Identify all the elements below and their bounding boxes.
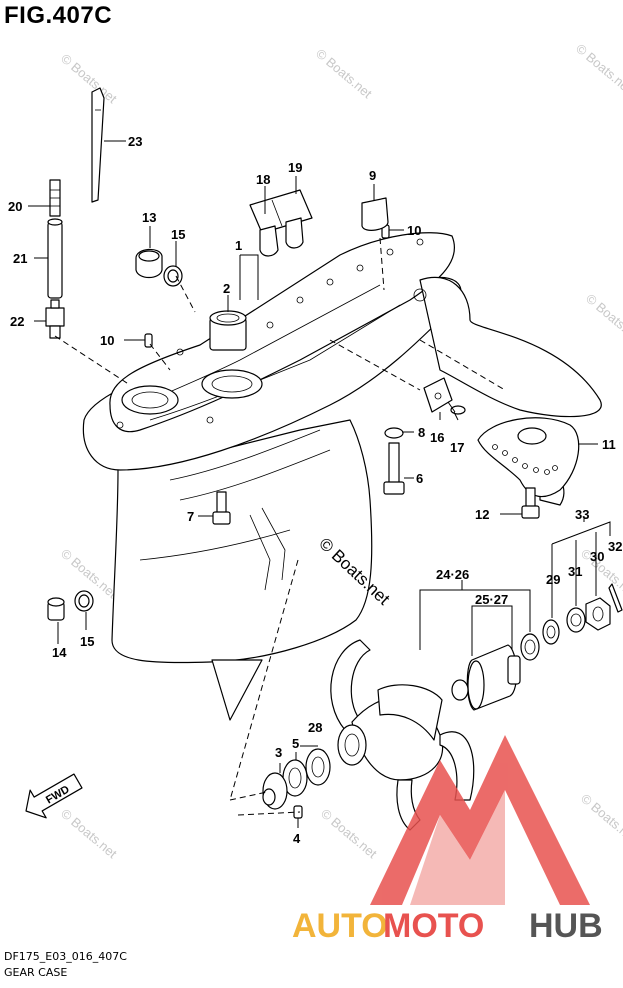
watermark-text: © Boats.net xyxy=(58,806,120,862)
fwd-label: FWD xyxy=(44,783,72,806)
part-11-trim-tab xyxy=(477,417,580,498)
part-32-cotter-pin xyxy=(608,583,623,613)
part-18-19-bracket xyxy=(249,189,313,257)
part-29-washer xyxy=(542,619,560,645)
part-labels: 23 20 21 22 10 13 15 1 2 18 19 9 10 8 6 … xyxy=(8,134,622,846)
label-7: 7 xyxy=(187,509,194,524)
label-20: 20 xyxy=(8,199,22,214)
label-19: 19 xyxy=(288,160,302,175)
label-11: 11 xyxy=(602,437,616,452)
mountain-logo-icon xyxy=(370,735,590,905)
part-31-washer xyxy=(566,607,586,633)
label-13: 13 xyxy=(142,210,156,225)
label-16: 16 xyxy=(430,430,444,445)
watermark-text: © Boats.net xyxy=(573,41,623,97)
brand-moto: MOTO xyxy=(383,907,484,945)
brand-hub: HUB xyxy=(529,907,603,945)
label-17: 17 xyxy=(450,440,464,455)
label-31: 31 xyxy=(568,564,582,579)
watermark-text: © Boats.net xyxy=(58,51,120,107)
label-18: 18 xyxy=(256,172,270,187)
part-30-nut xyxy=(585,597,611,631)
part-21-tube xyxy=(47,218,63,299)
part-15-washer xyxy=(74,590,94,612)
label-15b: 15 xyxy=(80,634,94,649)
part-9-rubber xyxy=(361,197,389,231)
label-25-27: 25·27 xyxy=(475,592,508,607)
part-8-washer xyxy=(384,427,404,439)
brand-logo xyxy=(370,735,590,905)
part-12-bolt xyxy=(521,487,540,519)
label-30: 30 xyxy=(590,549,604,564)
label-2: 2 xyxy=(223,281,230,296)
brand-wordmark: AUTO MOTO HUB xyxy=(292,907,603,945)
brand-auto: AUTO xyxy=(292,907,388,945)
label-1: 1 xyxy=(235,238,242,253)
label-10b: 10 xyxy=(407,223,421,238)
part-15-washer xyxy=(163,265,183,287)
part-13-plug xyxy=(135,248,163,279)
label-9: 9 xyxy=(369,168,376,183)
label-8: 8 xyxy=(418,425,425,440)
part-3-thrust-washer xyxy=(262,772,288,810)
part-24-26-washer xyxy=(520,633,540,661)
watermark-text: © Boats.net xyxy=(318,806,380,862)
label-32: 32 xyxy=(608,539,622,554)
label-14: 14 xyxy=(52,645,67,660)
part-23-strap xyxy=(91,87,105,203)
label-24-26: 24·26 xyxy=(436,567,469,582)
label-15: 15 xyxy=(171,227,185,242)
watermark-text: © Boats.net xyxy=(583,291,623,347)
label-21: 21 xyxy=(13,251,27,266)
label-28: 28 xyxy=(308,720,322,735)
label-23: 23 xyxy=(128,134,142,149)
gear-case-body xyxy=(82,232,602,721)
part-28-spacer xyxy=(305,748,331,786)
part-propeller xyxy=(330,639,475,831)
part-25-27-bushing xyxy=(451,644,521,711)
figure-code: DF175_E03_016_407C xyxy=(4,950,127,963)
label-33: 33 xyxy=(575,507,589,522)
fwd-arrow-icon: FWD xyxy=(25,773,83,819)
figure-title: FIG.407C xyxy=(4,2,113,29)
label-5: 5 xyxy=(292,736,299,751)
label-4: 4 xyxy=(293,831,301,846)
figure-name: GEAR CASE xyxy=(4,966,68,979)
part-22-nipple xyxy=(45,299,65,339)
part-14-plug xyxy=(47,597,65,621)
watermark-text: © Boats.net xyxy=(313,46,375,102)
watermark-text: © Boats.net xyxy=(578,791,623,847)
label-10: 10 xyxy=(100,333,114,348)
label-3: 3 xyxy=(275,745,282,760)
label-29: 29 xyxy=(546,572,560,587)
part-6-bolt xyxy=(383,442,405,495)
leader-lines xyxy=(28,140,611,828)
part-16-mount xyxy=(423,377,453,413)
part-7-bolt xyxy=(212,491,231,525)
label-22: 22 xyxy=(10,314,24,329)
part-20-fitting xyxy=(49,179,61,217)
part-17-bolt xyxy=(447,401,466,415)
label-12: 12 xyxy=(475,507,489,522)
label-6: 6 xyxy=(416,471,423,486)
